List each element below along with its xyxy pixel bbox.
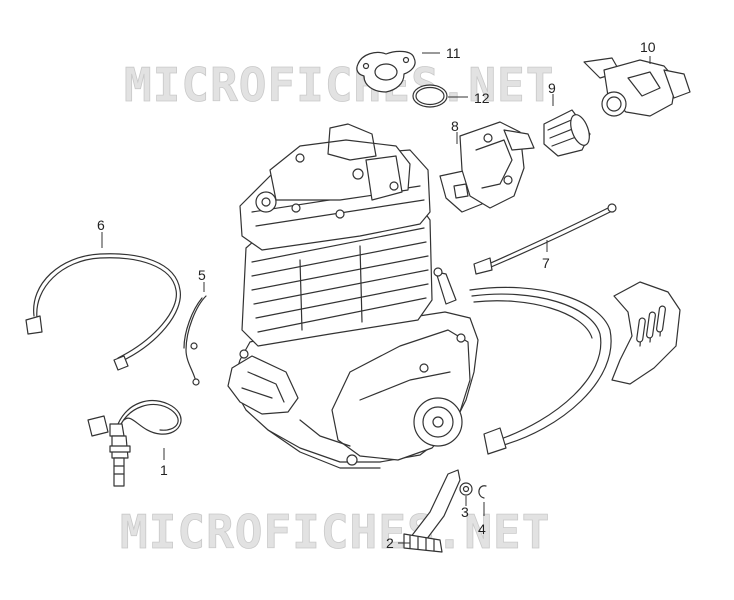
callout-label-7: 7 bbox=[542, 255, 550, 271]
callout-4: 4 bbox=[478, 502, 486, 537]
callout-label-10: 10 bbox=[640, 39, 656, 55]
engine-assembly bbox=[227, 123, 479, 469]
gasket-part bbox=[356, 50, 416, 93]
oxygen-sensor-part bbox=[87, 400, 182, 487]
callout-9: 9 bbox=[548, 80, 556, 106]
callout-label-4: 4 bbox=[478, 521, 486, 537]
callout-11: 11 bbox=[422, 45, 461, 61]
short-wire-part bbox=[183, 295, 207, 386]
callout-7: 7 bbox=[542, 240, 550, 271]
callout-label-9: 9 bbox=[548, 80, 556, 96]
circlip-part bbox=[478, 485, 487, 499]
callout-2: 2 bbox=[386, 535, 410, 551]
idle-valve-part bbox=[583, 57, 691, 117]
throttle-cable-part bbox=[469, 203, 617, 455]
throttle-body-part bbox=[439, 121, 535, 213]
callout-10: 10 bbox=[640, 39, 656, 64]
callout-label-12: 12 bbox=[474, 90, 490, 106]
o-ring-part bbox=[412, 84, 448, 108]
callout-1: 1 bbox=[160, 448, 168, 478]
callout-12: 12 bbox=[448, 90, 490, 106]
watermark-top: MICROFICHES.NET bbox=[124, 58, 554, 112]
callout-5: 5 bbox=[198, 267, 206, 292]
callout-3: 3 bbox=[461, 496, 469, 520]
side-cover-part bbox=[611, 281, 681, 385]
watermark-bottom: MICROFICHES.NET bbox=[120, 505, 550, 559]
callout-label-3: 3 bbox=[461, 504, 469, 520]
callout-label-8: 8 bbox=[451, 118, 459, 134]
callout-8: 8 bbox=[451, 118, 459, 144]
washer-part bbox=[459, 482, 473, 496]
intake-boot-part bbox=[543, 109, 591, 157]
callout-6: 6 bbox=[97, 217, 105, 248]
callout-label-2: 2 bbox=[386, 535, 394, 551]
callout-label-5: 5 bbox=[198, 267, 206, 283]
callout-label-6: 6 bbox=[97, 217, 105, 233]
callout-label-1: 1 bbox=[160, 462, 168, 478]
callout-label-11: 11 bbox=[446, 45, 461, 61]
long-wire-part bbox=[25, 253, 181, 371]
